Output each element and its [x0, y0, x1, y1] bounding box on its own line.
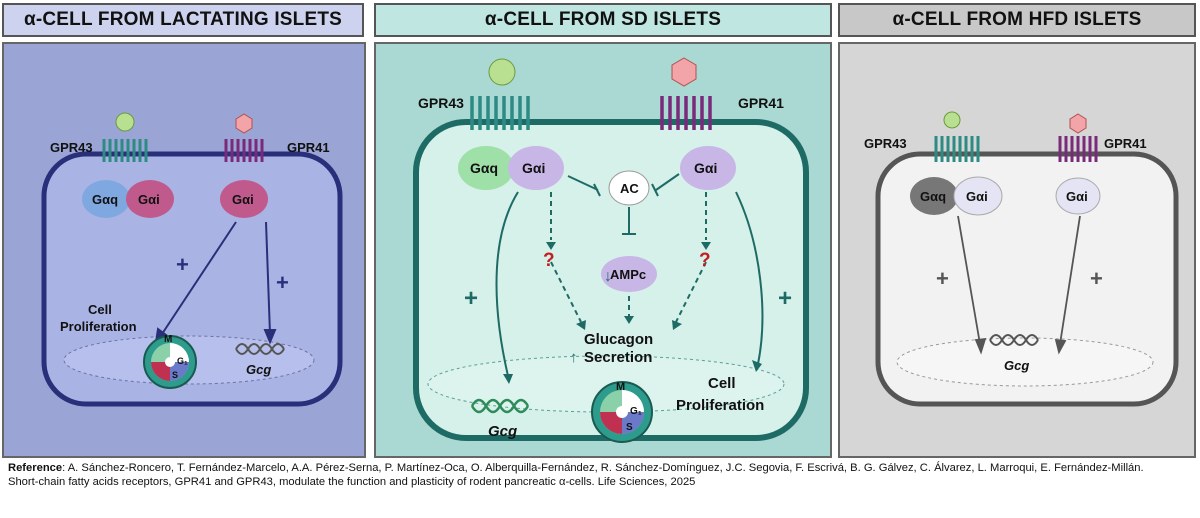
signaling-arrows	[957, 215, 1081, 355]
cell-cycle-icon: M G₁ S	[591, 381, 653, 443]
panel-hfd: α-CELL FROM HFD ISLETS GPR43 GPR41 Gαq G…	[836, 0, 1200, 458]
label-gaq: Gαq	[470, 160, 498, 176]
plus-sign-right: +	[1090, 266, 1103, 291]
question-mark-right: ?	[699, 250, 711, 271]
reference-authors-line: Reference: A. Sánchez-Roncero, T. Fernán…	[8, 462, 1192, 476]
label-gai-43: Gαi	[138, 192, 160, 207]
arrow-heads	[503, 242, 762, 384]
diagram-hfd: GPR43 GPR41 Gαq Gαi Gαi + +	[864, 111, 1179, 407]
label-gcg: Gcg	[488, 423, 517, 440]
cycle-s-label: S	[626, 422, 633, 433]
reference-block: Reference: A. Sánchez-Roncero, T. Fernán…	[8, 462, 1192, 489]
panel-title-lactating: α-CELL FROM LACTATING ISLETS	[2, 3, 364, 37]
label-gaq: Gαq	[920, 189, 946, 204]
gai-protein-43	[953, 176, 1003, 216]
plus-sign-left: +	[936, 266, 949, 291]
ligand-gpr43	[115, 112, 135, 132]
cycle-m-label: M	[164, 334, 172, 345]
dna-helix-icon	[470, 398, 530, 414]
panel-sd: α-CELL FROM SD ISLETS GPR43 GPR41 Gαq Gα…	[372, 0, 834, 458]
panel-body-lactating: GPR43 GPR41 Gαq Gαi Gαi + + Cell	[2, 42, 366, 458]
label-gpr43: GPR43	[50, 140, 93, 155]
ligand-gpr41	[1069, 113, 1087, 134]
panel-body-hfd: GPR43 GPR41 Gαq Gαi Gαi + +	[838, 42, 1196, 458]
label-gpr41: GPR41	[1104, 136, 1147, 151]
diagram-sd: GPR43 GPR41 Gαq Gαi Gαi AC AMPc	[413, 57, 809, 443]
label-gpr41: GPR41	[287, 140, 330, 155]
gai-protein-43	[126, 180, 174, 218]
panel-title-hfd: α-CELL FROM HFD ISLETS	[838, 3, 1196, 37]
gpr41-receptor	[660, 96, 712, 130]
cycle-g1-label: G₁	[177, 356, 188, 366]
cycle-g1-label: G₁	[630, 406, 642, 417]
label-gai-43: Gαi	[966, 189, 988, 204]
ligand-gpr41	[235, 113, 253, 134]
label-gcg: Gcg	[1004, 358, 1029, 373]
gaq-protein	[458, 146, 514, 190]
gai-protein-43	[508, 146, 564, 190]
plus-sign-proliferation: +	[778, 285, 792, 312]
label-gai-41: Gαi	[232, 192, 254, 207]
label-gaq: Gαq	[92, 192, 118, 207]
cell-cycle-icon: M G₁ S	[143, 334, 197, 389]
cell-membrane	[875, 151, 1179, 407]
diagram-lactating: GPR43 GPR41 Gαq Gαi Gαi + + Cell	[41, 112, 343, 407]
gaq-protein	[910, 177, 958, 215]
question-mark-left: ?	[543, 250, 555, 271]
ampc-molecule	[601, 256, 657, 292]
label-ampc: AMPc	[610, 267, 646, 282]
label-glucagon: Glucagon	[584, 331, 653, 348]
reference-citation: Short-chain fatty acids receptors, GPR41…	[8, 475, 696, 488]
signaling-arrows	[495, 173, 764, 377]
label-cell: Cell	[88, 302, 112, 317]
gpr43-receptor	[102, 139, 148, 162]
plus-sign-gcg: +	[276, 270, 289, 295]
label-gpr43: GPR43	[864, 136, 907, 151]
ligand-gpr43	[488, 58, 516, 86]
plus-sign-gcg: +	[464, 285, 478, 312]
label-gai-41: Gαi	[1066, 189, 1088, 204]
gpr43-receptor	[934, 136, 980, 162]
label-gai-41: Gαi	[694, 160, 717, 176]
label-gpr43: GPR43	[418, 95, 464, 111]
gai-protein-41	[1055, 177, 1101, 215]
dna-helix-icon	[989, 334, 1039, 346]
gaq-protein	[82, 180, 130, 218]
up-arrow-secretion: ↑	[570, 349, 578, 366]
label-secretion: Secretion	[584, 349, 652, 366]
gai-protein-41	[220, 180, 268, 218]
label-proliferation: Proliferation	[60, 319, 137, 334]
gpr41-receptor	[224, 139, 264, 162]
label-gcg: Gcg	[246, 362, 271, 377]
ligand-gpr41	[671, 57, 697, 87]
ligand-gpr43	[943, 111, 961, 129]
gpr43-receptor	[470, 96, 530, 130]
panel-body-sd: GPR43 GPR41 Gαq Gαi Gαi AC AMPc	[374, 42, 832, 458]
cycle-s-label: S	[172, 370, 178, 380]
nucleus	[896, 337, 1154, 387]
reference-authors: : A. Sánchez-Roncero, T. Fernández-Marce…	[62, 462, 1144, 474]
panel-title-sd: α-CELL FROM SD ISLETS	[374, 3, 832, 37]
label-ac: AC	[620, 181, 639, 196]
panel-lactating: α-CELL FROM LACTATING ISLETS GPR43 GPR41…	[0, 0, 370, 458]
label-gai-43: Gαi	[522, 160, 545, 176]
gpr41-receptor	[1058, 136, 1098, 162]
label-proliferation: Proliferation	[676, 397, 764, 414]
ac-enzyme	[608, 170, 650, 206]
dna-helix-icon	[235, 343, 285, 355]
down-arrow-ampc: ↓	[604, 268, 612, 285]
label-cell: Cell	[708, 375, 736, 392]
gai-protein-41	[680, 146, 736, 190]
reference-heading: Reference	[8, 462, 63, 474]
label-gpr41: GPR41	[738, 95, 784, 111]
cycle-m-label: M	[616, 381, 625, 393]
plus-sign-proliferation: +	[176, 252, 189, 277]
nucleus	[427, 355, 785, 413]
